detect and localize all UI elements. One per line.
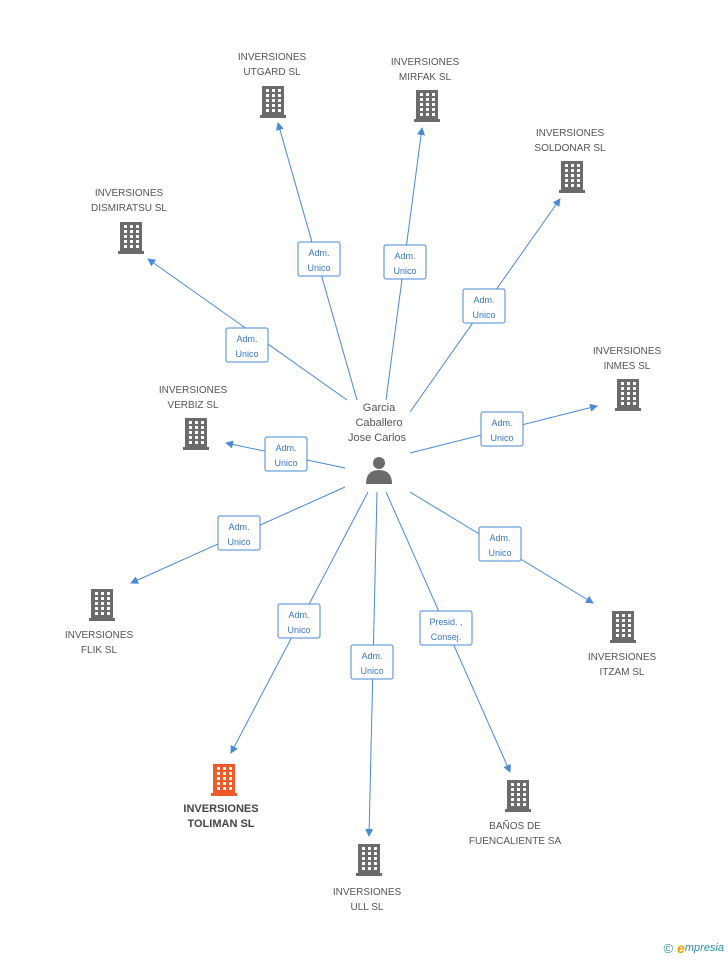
- brand-logo-text: mpresia: [684, 942, 724, 954]
- company-name-line: INMES SL: [604, 361, 651, 372]
- role-text: Adm.: [308, 248, 329, 258]
- role-badge-flik[interactable]: Adm. Unico: [217, 515, 261, 551]
- building-icon: [260, 86, 286, 118]
- company-name-line: BAÑOS DE: [489, 819, 541, 832]
- copyright-icon: ©: [663, 940, 674, 956]
- building-icon: [505, 780, 531, 812]
- building-icon: [211, 764, 237, 796]
- role-badge-inmes[interactable]: Adm. Unico: [480, 411, 524, 447]
- role-text: Adm.: [473, 295, 494, 305]
- role-text: Unico: [393, 266, 416, 276]
- role-badge-itzam[interactable]: Adm. Unico: [478, 526, 522, 562]
- role-text: Unico: [472, 310, 495, 320]
- role-badge-soldonar[interactable]: Adm. Unico: [462, 288, 506, 324]
- center-person[interactable]: Garcia Caballero Jose Carlos: [348, 402, 407, 484]
- company-name-line: FUENCALIENTE SA: [469, 836, 562, 847]
- center-name-line-3: Jose Carlos: [348, 432, 407, 444]
- company-name-line: INVERSIONES: [588, 652, 657, 663]
- building-icon: [559, 161, 585, 193]
- center-name-line-2: Caballero: [355, 417, 402, 429]
- company-node-fuencaliente[interactable]: BAÑOS DE FUENCALIENTE SA: [469, 780, 562, 847]
- company-node-verbiz[interactable]: INVERSIONES VERBIZ SL: [159, 385, 228, 450]
- role-text: Unico: [490, 433, 513, 443]
- brand-logo-e: e: [677, 940, 685, 956]
- company-node-utgard[interactable]: INVERSIONES UTGARD SL: [238, 52, 307, 118]
- company-node-flik[interactable]: INVERSIONES FLIK SL: [65, 589, 134, 656]
- company-node-dismiratsu[interactable]: INVERSIONES DISMIRATSU SL: [91, 188, 167, 254]
- company-name-line: DISMIRATSU SL: [91, 203, 167, 214]
- role-text: Adm.: [228, 522, 249, 532]
- company-name-line: INVERSIONES: [159, 385, 228, 396]
- role-badge-dismiratsu[interactable]: Adm. Unico: [225, 327, 269, 363]
- building-icon: [414, 90, 440, 122]
- company-node-toliman[interactable]: INVERSIONES TOLIMAN SL: [183, 764, 259, 830]
- company-name-line: ULL SL: [351, 902, 384, 913]
- role-badge-toliman[interactable]: Adm. Unico: [277, 603, 321, 639]
- company-node-ull[interactable]: INVERSIONES ULL SL: [333, 844, 402, 913]
- company-name-line: INVERSIONES: [536, 128, 605, 139]
- role-text: Adm.: [491, 418, 512, 428]
- company-name-line: TOLIMAN SL: [187, 818, 254, 830]
- company-node-inmes[interactable]: INVERSIONES INMES SL: [593, 346, 662, 411]
- company-name-line: UTGARD SL: [243, 67, 301, 78]
- role-badge-ull[interactable]: Adm. Unico: [350, 644, 394, 680]
- role-text: Unico: [488, 548, 511, 558]
- role-text: Unico: [235, 349, 258, 359]
- role-text: Unico: [274, 458, 297, 468]
- role-text: Consej.: [431, 632, 462, 642]
- building-icon: [615, 379, 641, 411]
- company-name-line: INVERSIONES: [238, 52, 307, 63]
- role-badge-fuencaliente[interactable]: Presid. , Consej.: [419, 610, 473, 646]
- company-name-line: INVERSIONES: [391, 57, 460, 68]
- role-text: Presid. ,: [429, 617, 462, 627]
- company-name-line: INVERSIONES: [593, 346, 662, 357]
- role-text: Adm.: [489, 533, 510, 543]
- company-name-line: INVERSIONES: [65, 630, 134, 641]
- role-text: Unico: [360, 666, 383, 676]
- role-text: Adm.: [361, 651, 382, 661]
- company-name-line: FLIK SL: [81, 645, 118, 656]
- company-name-line: SOLDONAR SL: [534, 143, 606, 154]
- role-text: Unico: [227, 537, 250, 547]
- building-icon: [610, 611, 636, 643]
- building-icon: [356, 844, 382, 876]
- company-name-line: ITZAM SL: [599, 667, 644, 678]
- role-badge-verbiz[interactable]: Adm. Unico: [264, 436, 308, 472]
- company-name-line: INVERSIONES: [183, 803, 258, 815]
- role-badge-mirfak[interactable]: Adm. Unico: [383, 244, 427, 280]
- role-text: Adm.: [288, 610, 309, 620]
- building-icon: [118, 222, 144, 254]
- company-name-line: MIRFAK SL: [399, 72, 452, 83]
- person-icon: [366, 457, 392, 484]
- company-node-soldonar[interactable]: INVERSIONES SOLDONAR SL: [534, 128, 606, 193]
- role-text: Adm.: [394, 251, 415, 261]
- company-name-line: INVERSIONES: [95, 188, 164, 199]
- building-icon: [89, 589, 115, 621]
- building-icon: [183, 418, 209, 450]
- role-text: Unico: [287, 625, 310, 635]
- center-name-line-1: Garcia: [363, 402, 396, 414]
- role-text: Unico: [307, 263, 330, 273]
- company-node-mirfak[interactable]: INVERSIONES MIRFAK SL: [391, 57, 460, 122]
- role-text: Adm.: [275, 443, 296, 453]
- company-name-line: INVERSIONES: [333, 887, 402, 898]
- role-badge-utgard[interactable]: Adm. Unico: [297, 241, 341, 277]
- company-name-line: VERBIZ SL: [167, 400, 219, 411]
- role-text: Adm.: [236, 334, 257, 344]
- company-node-itzam[interactable]: INVERSIONES ITZAM SL: [588, 611, 657, 678]
